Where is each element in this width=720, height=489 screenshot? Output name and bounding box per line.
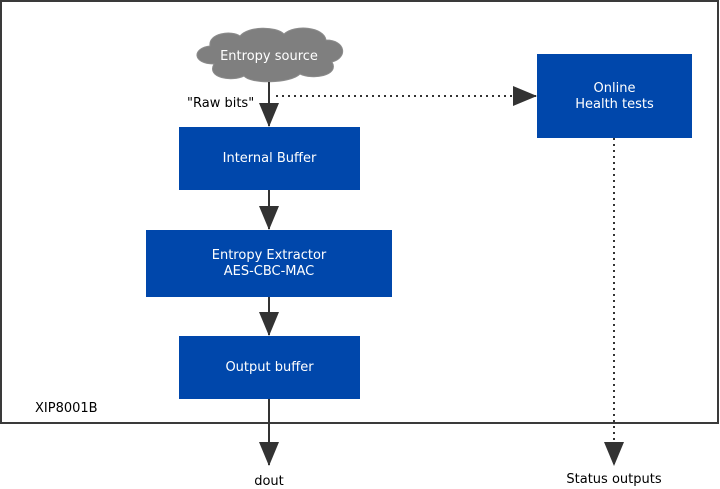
- entropy-source-cloud: [196, 27, 343, 83]
- raw-bits-label: "Raw bits": [187, 96, 255, 111]
- internal-buffer-label: Internal Buffer: [222, 151, 317, 166]
- chip-boundary: [0, 0, 719, 424]
- entropy-extractor-block: [146, 230, 392, 297]
- health-label-line2: Health tests: [575, 97, 654, 112]
- output-buffer-block: [179, 336, 360, 399]
- extractor-label-line2: AES-CBC-MAC: [223, 264, 315, 279]
- status-outputs-label: Status outputs: [566, 472, 662, 487]
- dout-label: dout: [254, 474, 284, 489]
- output-buffer-label: Output buffer: [225, 360, 314, 375]
- health-label-line1: Online: [593, 81, 636, 96]
- health-tests-block: [537, 54, 692, 138]
- extractor-label-line1: Entropy Extractor: [211, 248, 327, 263]
- chip-label: XIP8001B: [35, 401, 98, 416]
- entropy-source-label: Entropy source: [220, 49, 318, 64]
- internal-buffer-block: [179, 127, 360, 190]
